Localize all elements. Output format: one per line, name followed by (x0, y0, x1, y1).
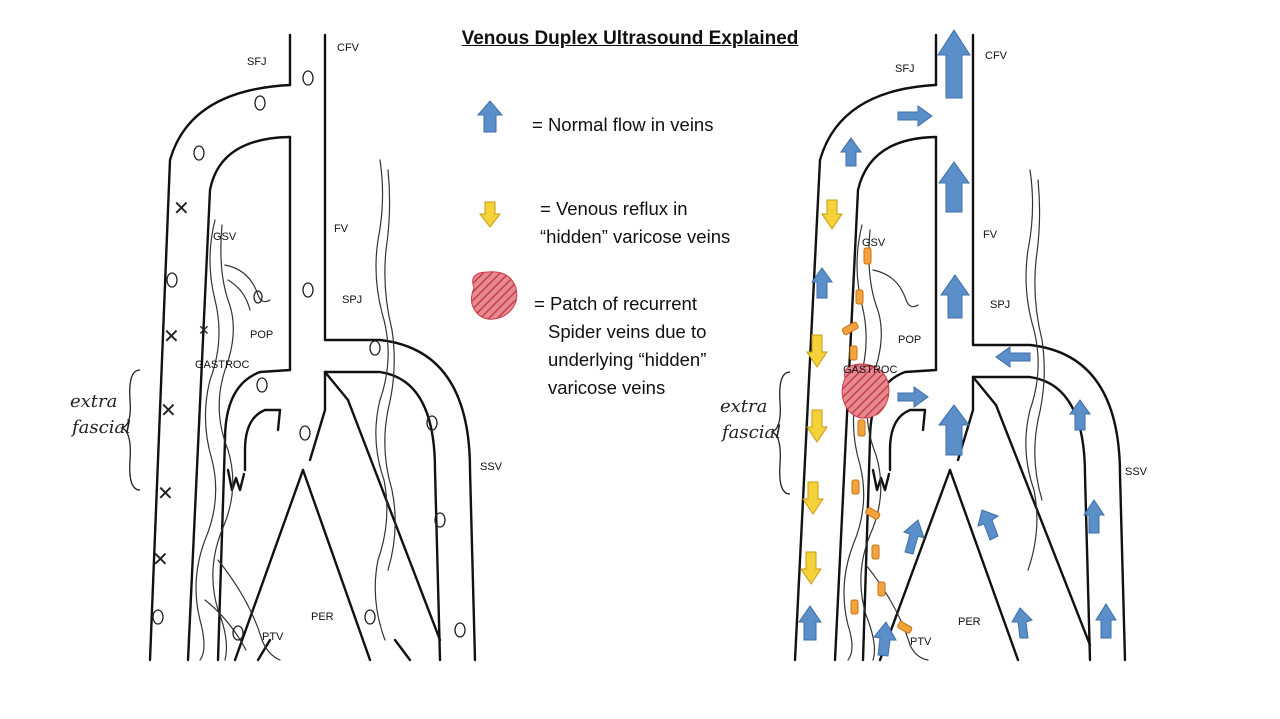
right-label-extra: extra (720, 396, 767, 417)
legend-normal-text: = Normal flow in veins (532, 112, 713, 138)
right-label-gsv: GSV (862, 237, 886, 249)
svg-text:✕: ✕ (157, 481, 174, 505)
left-label-sfj: SFJ (247, 56, 267, 68)
legend-patch-text-1: = Patch of recurrent (534, 291, 697, 317)
left-brace (122, 370, 140, 490)
legend-patch-text-4: varicose veins (548, 375, 665, 401)
legend-spider-patch-icon (471, 272, 516, 319)
left-label-gastroc: GASTROC (195, 359, 249, 371)
left-label-ptv: PTV (262, 631, 284, 643)
right-label-fv: FV (983, 229, 998, 241)
left-label-pop: POP (250, 329, 273, 341)
deep-normal-flow-arrows (898, 30, 1030, 455)
svg-text:✕: ✕ (163, 324, 180, 348)
legend-normal-flow-icon (478, 101, 502, 132)
left-label-ssv: SSV (480, 461, 503, 473)
legend-patch-text-2: Spider veins due to (548, 319, 706, 345)
right-label-cfv: CFV (985, 50, 1008, 62)
reflux-arrows (801, 200, 842, 584)
right-label-pop: POP (898, 334, 921, 346)
left-label-fv: FV (334, 223, 349, 235)
legend-reflux-text-2: “hidden” varicose veins (540, 224, 730, 250)
right-vein-diagram (795, 30, 1125, 660)
left-vein-diagram: ✕ ✕ ✕ ✕ ✕ ✕ (150, 35, 475, 660)
right-label-ptv: PTV (910, 636, 932, 648)
legend-reflux-text-1: = Venous reflux in (540, 196, 688, 222)
right-label-sfj: SFJ (895, 63, 915, 75)
legend-reflux-icon (480, 202, 500, 227)
svg-text:✕: ✕ (173, 196, 190, 220)
left-label-cfv: CFV (337, 42, 360, 54)
svg-text:✕: ✕ (198, 323, 210, 339)
left-label-spj: SPJ (342, 294, 362, 306)
right-label-ssv: SSV (1125, 466, 1148, 478)
right-label-gastroc: GASTROC (843, 364, 897, 376)
svg-text:✕: ✕ (152, 547, 169, 571)
left-label-extra: extra (70, 391, 117, 412)
left-label-gsv: GSV (213, 231, 237, 243)
legend-patch-text-3: underlying “hidden” (548, 347, 706, 373)
left-label-per: PER (311, 611, 334, 623)
svg-text:✕: ✕ (160, 398, 177, 422)
right-brace (772, 372, 790, 494)
right-label-spj: SPJ (990, 299, 1010, 311)
right-label-per: PER (958, 616, 981, 628)
